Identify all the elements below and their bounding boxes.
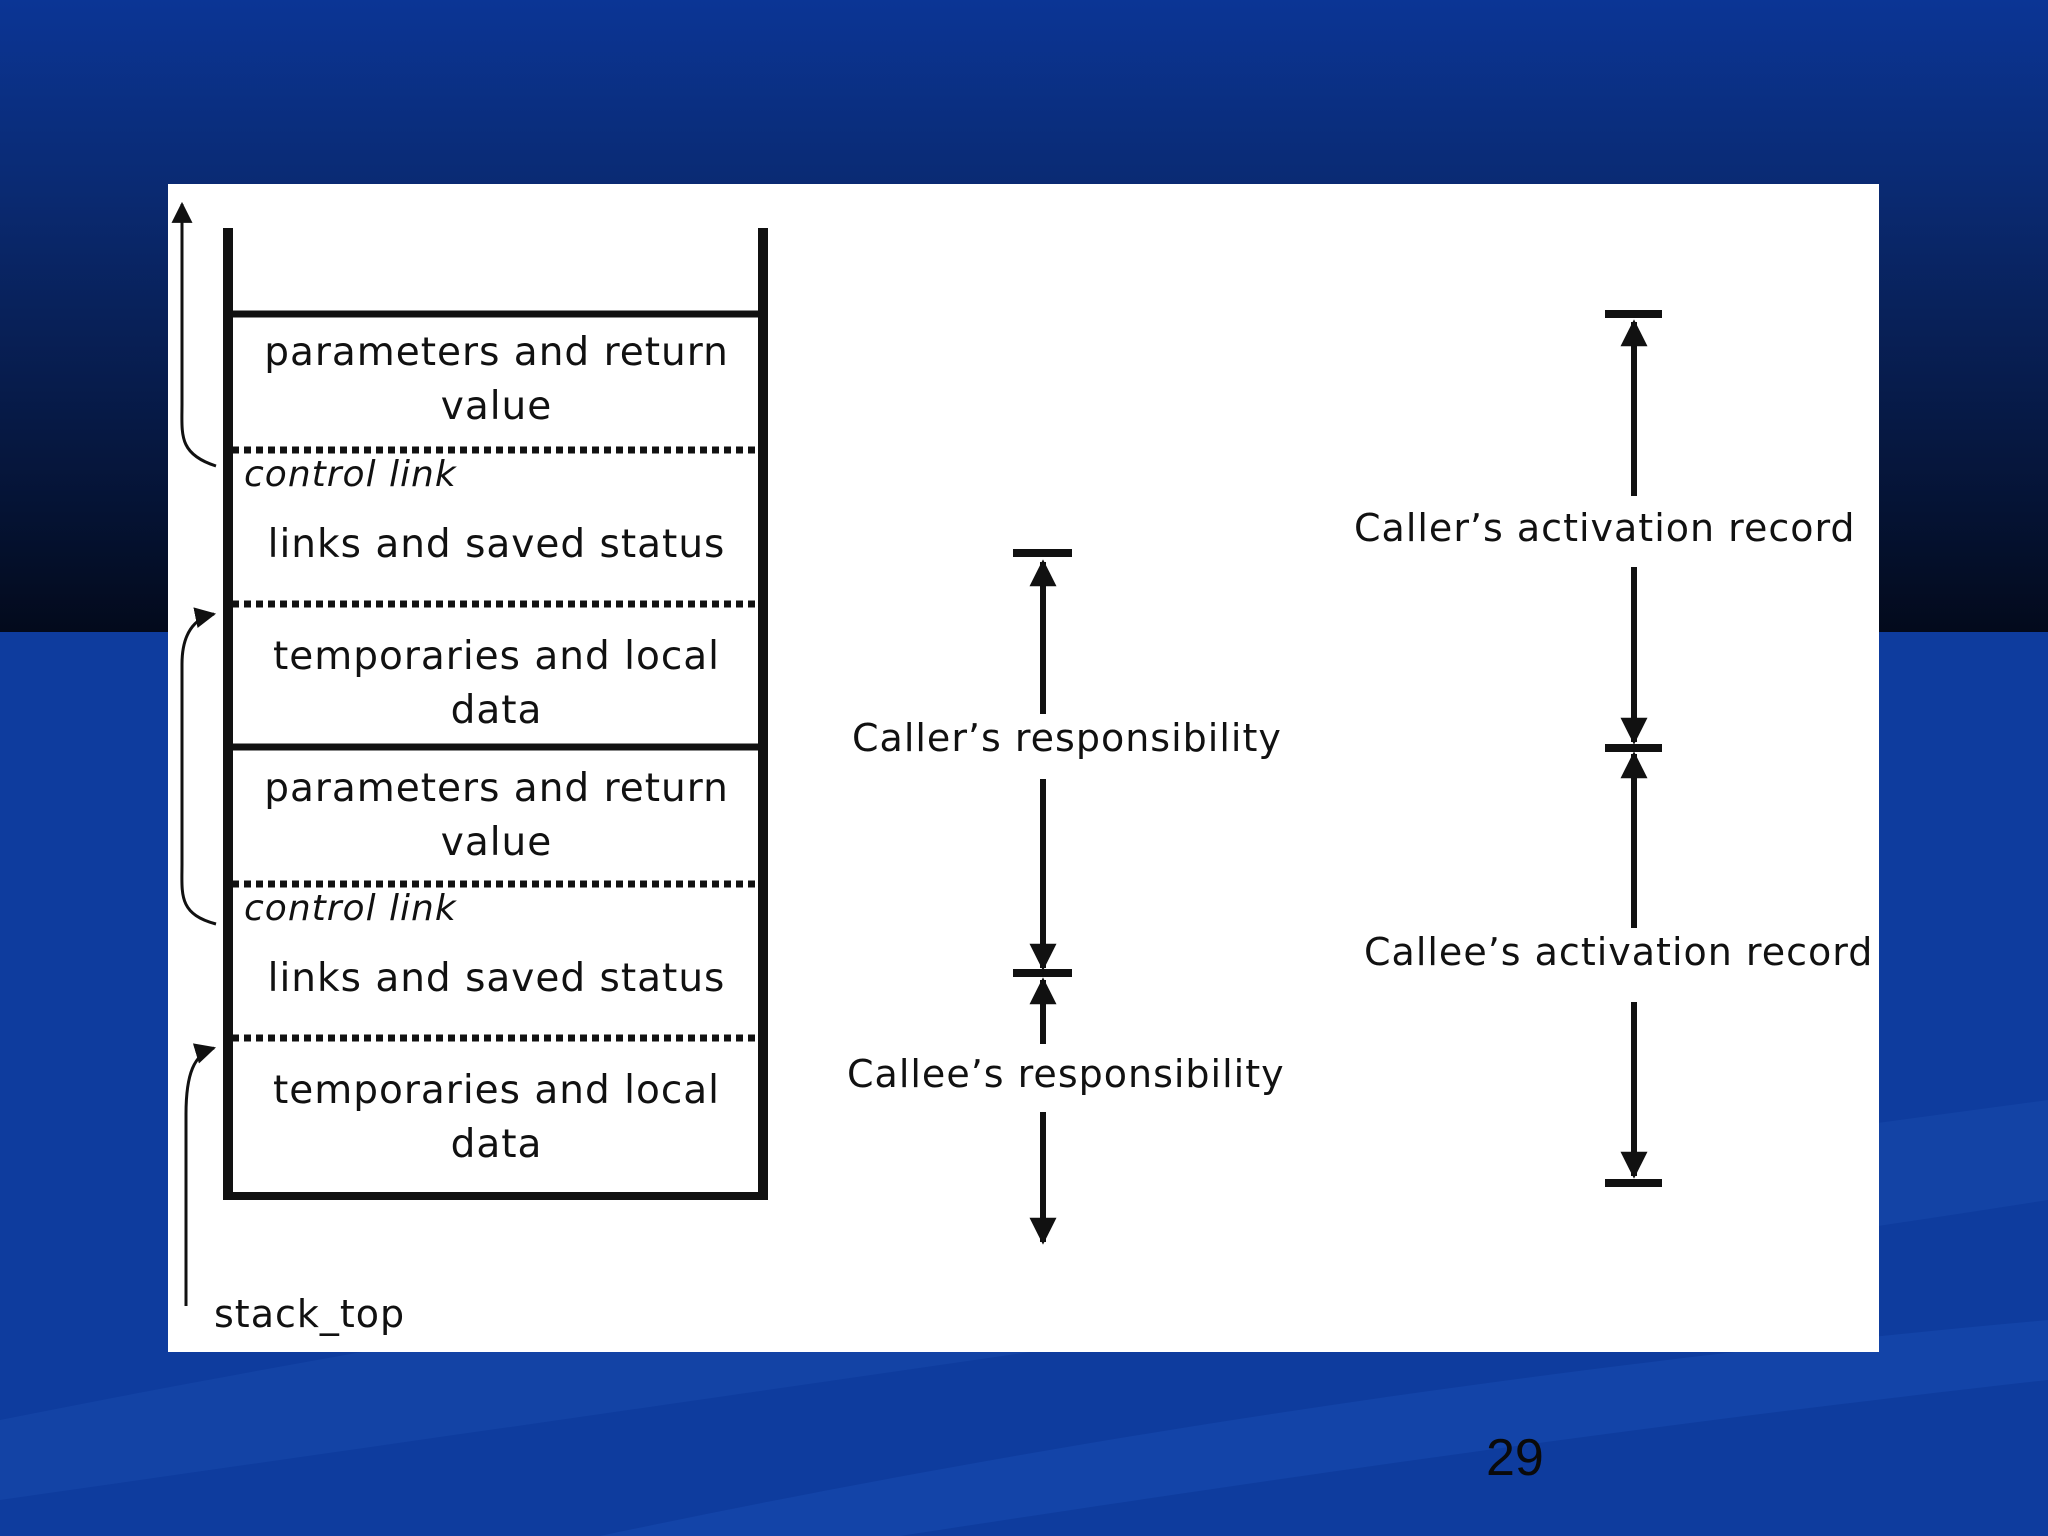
cell-links-saved-status-2: links and saved status (267, 956, 726, 1001)
control-link-arrow-middle (180, 607, 217, 926)
slide-page-number: 29 (1486, 1429, 1544, 1487)
control-link-arrow-top (171, 201, 217, 468)
caller-activation-record-label: Caller’s activation record (1350, 504, 1860, 554)
callee-activation-record-label: Callee’s activation record (1360, 928, 1878, 978)
cell-control-link-1: control link (244, 454, 457, 495)
cell-params-return-2: parameters and return value (264, 766, 729, 865)
caller-responsibility-label: Caller’s responsibility (848, 714, 1286, 764)
activation-record-figure: parameters and return value control link… (168, 184, 1879, 1352)
stack-top-arrow (184, 1043, 217, 1306)
cell-control-link-2: control link (244, 888, 457, 929)
cell-temporaries-local-1: temporaries and local data (272, 634, 721, 733)
cell-links-saved-status-1: links and saved status (267, 522, 726, 567)
cell-temporaries-local-2: temporaries and local data (272, 1068, 721, 1167)
cell-params-return-1: parameters and return value (264, 330, 729, 429)
callee-responsibility-label: Callee’s responsibility (843, 1050, 1289, 1100)
figure-lines (171, 201, 1662, 1306)
stack-top-label: stack_top (214, 1292, 406, 1336)
